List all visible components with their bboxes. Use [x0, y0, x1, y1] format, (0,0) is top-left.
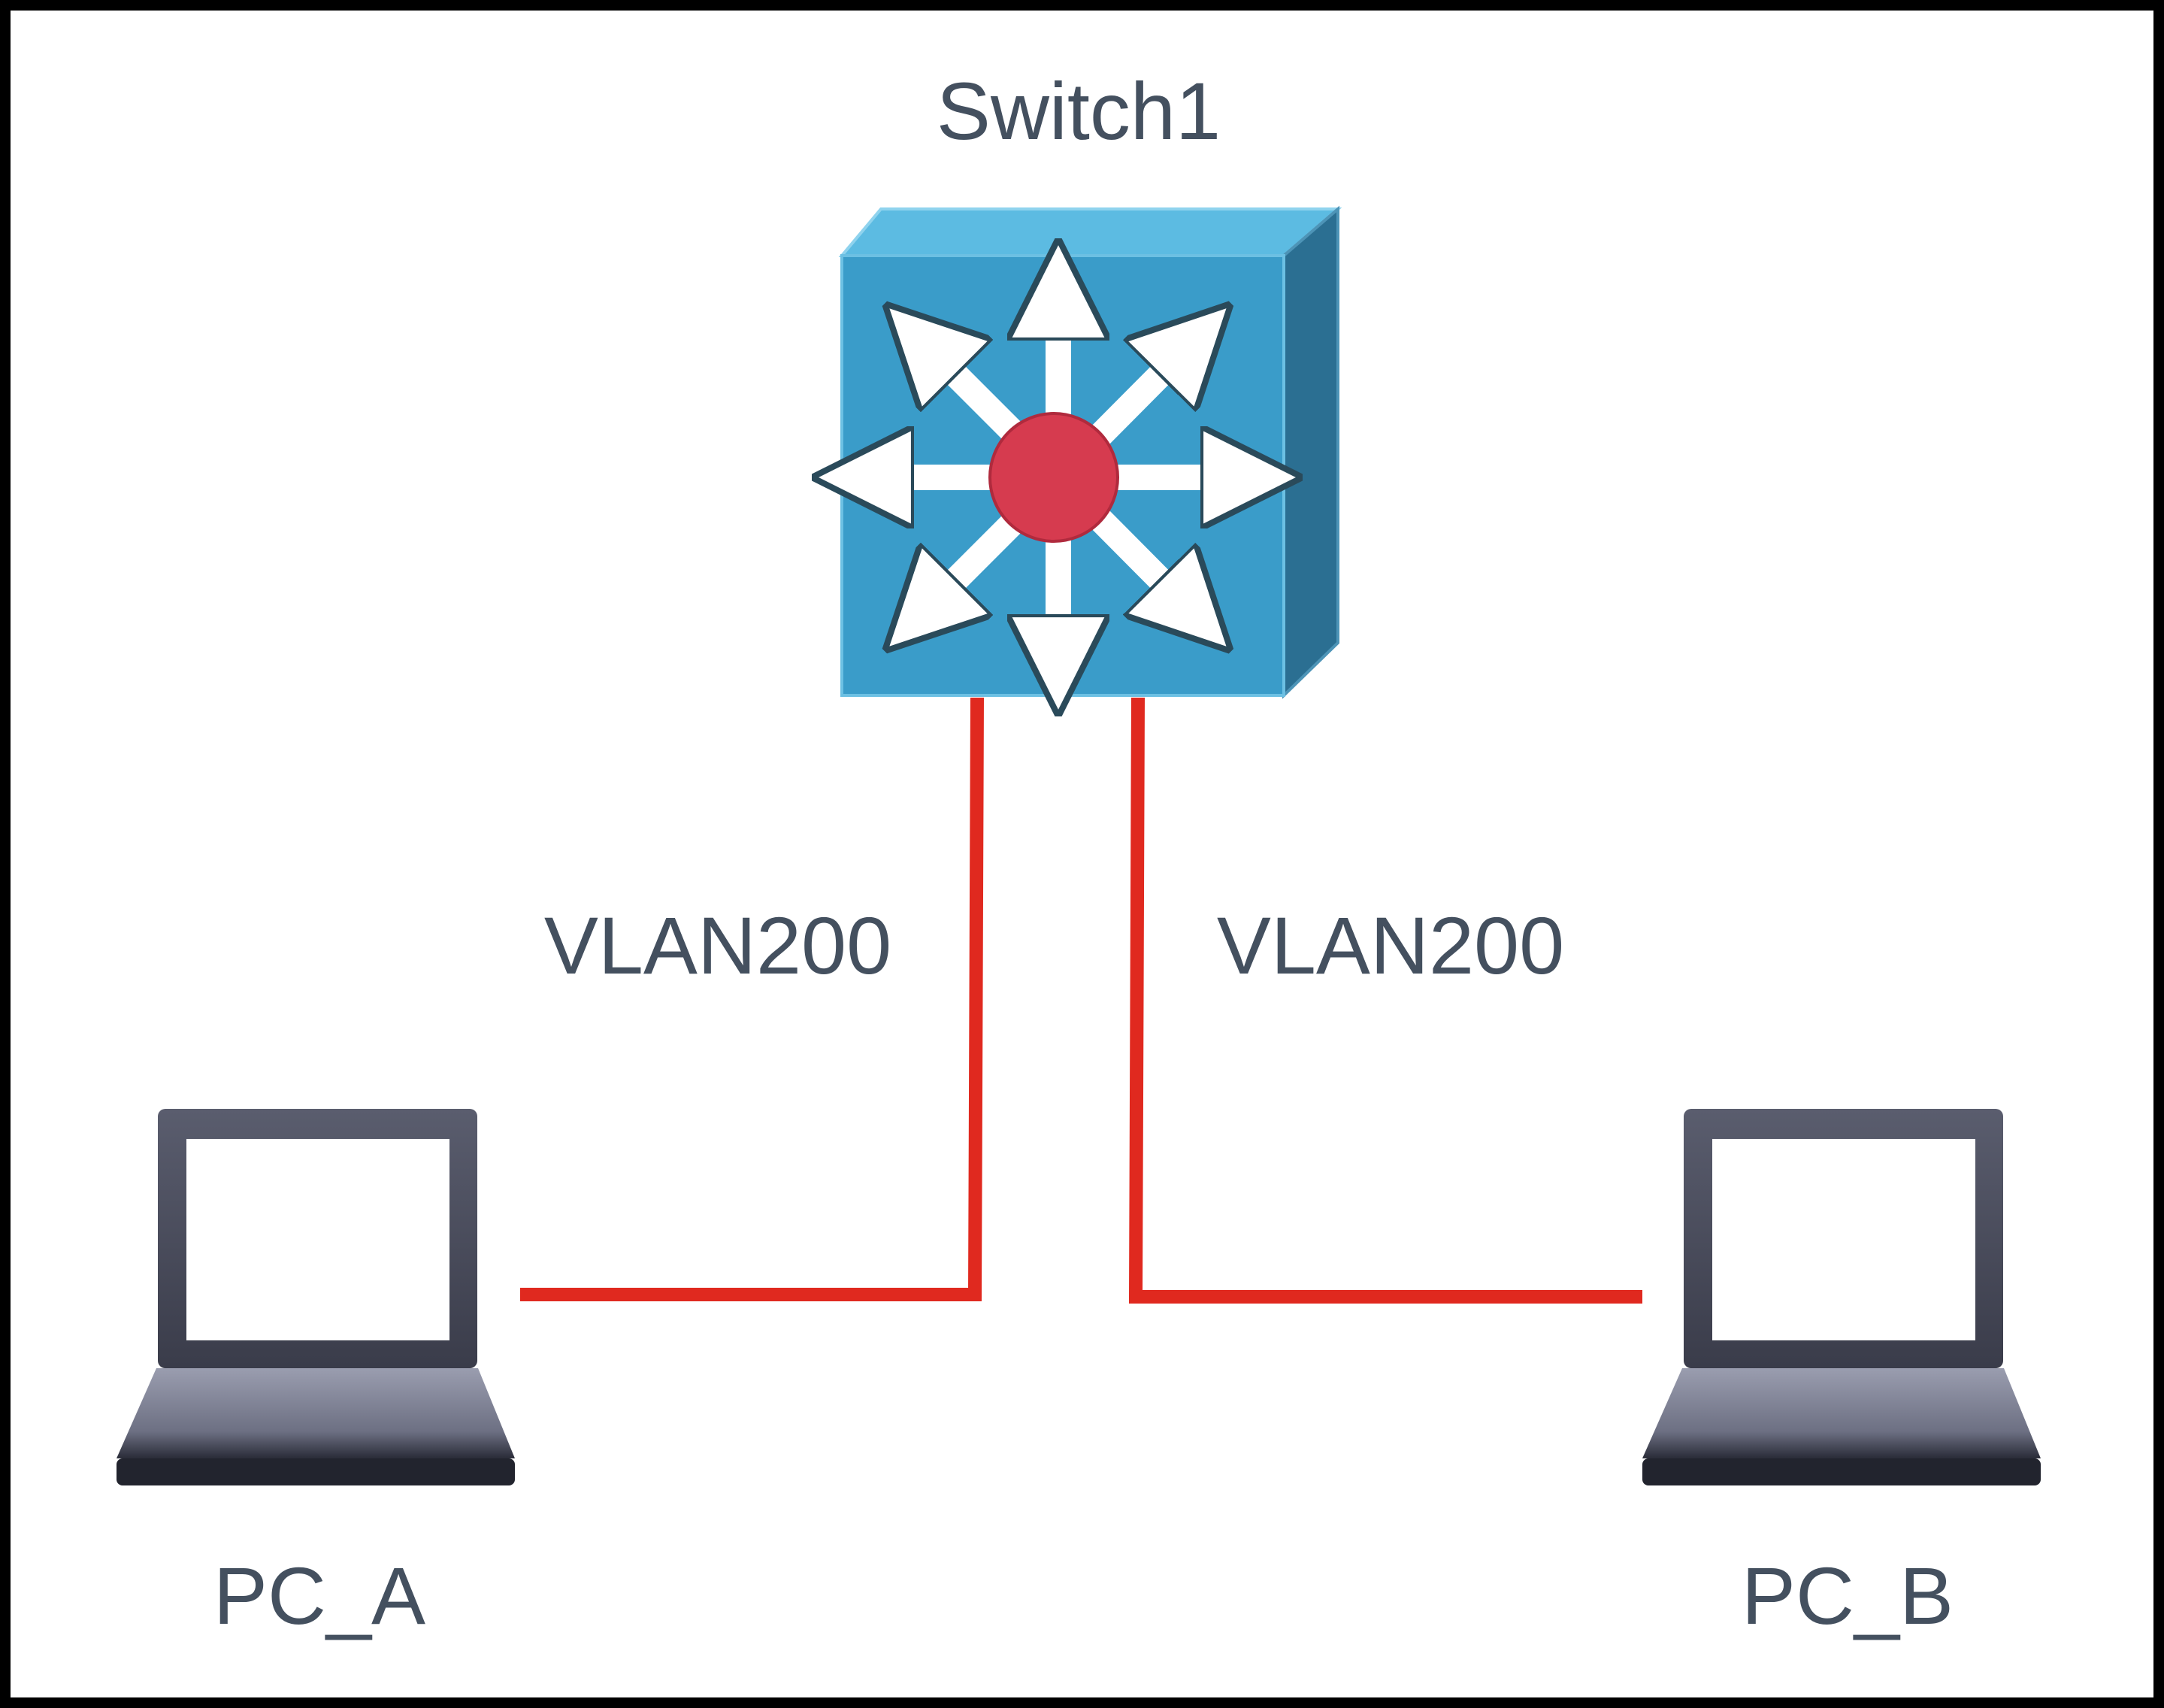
link-switch-to-pc-b[interactable]: [1128, 697, 1642, 1304]
switch-side-face: [1282, 205, 1339, 699]
host-label-pc-b: PC_B: [1742, 1550, 1954, 1641]
multilayer-switch-icon[interactable]: [838, 205, 1342, 699]
laptop-base-edge: [1642, 1458, 2041, 1485]
laptop-icon[interactable]: [1642, 1109, 2041, 1485]
laptop-screen: [186, 1139, 449, 1340]
link-label-right: VLAN200: [1217, 900, 1564, 991]
switch-top-face: [838, 207, 1342, 257]
laptop-keyboard-base: [1642, 1368, 2041, 1458]
laptop-icon[interactable]: [117, 1109, 515, 1485]
switch-center-dot: [988, 412, 1119, 543]
laptop-screen: [1712, 1139, 1975, 1340]
laptop-base-edge: [117, 1458, 515, 1485]
link-label-left: VLAN200: [544, 900, 891, 991]
host-label-pc-a: PC_A: [213, 1550, 425, 1641]
switch-label: Switch1: [937, 65, 1221, 156]
link-switch-to-pc-a[interactable]: [520, 697, 984, 1301]
laptop-keyboard-base: [117, 1368, 515, 1458]
